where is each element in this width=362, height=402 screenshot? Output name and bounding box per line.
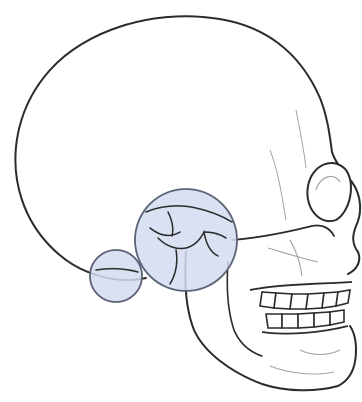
upper-gum-line	[250, 282, 352, 290]
upper-teeth	[260, 290, 350, 309]
mandible-ramus	[227, 262, 262, 356]
lower-teeth	[266, 310, 344, 328]
orbit	[307, 163, 351, 221]
temple-shading	[270, 110, 306, 220]
temporal-highlight-circle	[135, 189, 237, 291]
maxilla-shading	[268, 240, 318, 276]
occipital-highlight-circle	[90, 250, 142, 302]
chin-shading	[270, 350, 340, 374]
zygomatic-arch	[232, 225, 334, 240]
